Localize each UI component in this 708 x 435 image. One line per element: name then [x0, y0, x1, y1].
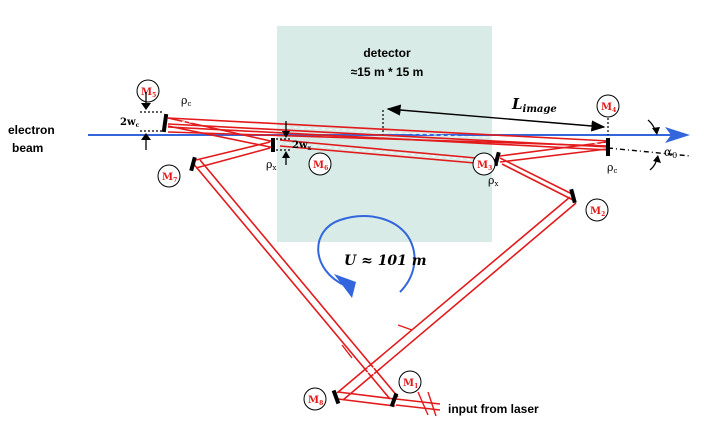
w-c-label: 2wc [120, 117, 140, 129]
l-image-label: Limage [511, 95, 557, 115]
rho-x-right: ρx [488, 174, 498, 188]
laser-path [167, 117, 610, 411]
svg-text:M1: M1 [403, 378, 418, 390]
electron-beam-label-1: electron [8, 123, 55, 137]
laser-tick-marks [341, 324, 437, 417]
svg-text:M7: M7 [162, 172, 177, 184]
svg-text:M8: M8 [308, 395, 323, 407]
mirror-m4 [606, 138, 610, 156]
mirror-m5 [161, 113, 169, 133]
w-x-label: 2wx [292, 140, 312, 152]
rho-c-left: ρc [181, 94, 191, 108]
circumference-label: U ≈ 101 m [344, 253, 427, 269]
svg-text:M2: M2 [590, 206, 605, 218]
svg-text:M6: M6 [313, 160, 328, 172]
svg-text:M3: M3 [477, 160, 492, 172]
rho-x-left: ρx [266, 158, 276, 172]
beam-width-marker-c [140, 92, 162, 150]
beam-width-marker-x [276, 121, 292, 165]
alpha-arrowhead-top [652, 127, 660, 135]
mirror-m6 [271, 138, 275, 152]
mirror-label-m2: M2 [585, 198, 609, 222]
mirror-label-m6: M6 [308, 152, 332, 176]
circulation-arrow [317, 215, 416, 293]
svg-text:M4: M4 [601, 102, 616, 114]
mirror-label-m7: M7 [157, 164, 181, 188]
mirror-label-m3: M3 [472, 152, 496, 176]
detector-label: detector [363, 46, 411, 60]
mirror-label-m8: M8 [303, 387, 327, 411]
rho-c-right: ρc [607, 161, 617, 175]
mirror-label-m5: M5 [136, 79, 160, 103]
mirror-m7 [189, 156, 197, 172]
mirror-label-m1: M1 [398, 370, 422, 394]
mirror-m1 [389, 392, 399, 408]
electron-beam-arrowhead [665, 127, 690, 143]
mirror-m2 [569, 188, 577, 204]
alpha-angle-indicator [647, 119, 658, 171]
electron-beam-label-2: beam [12, 141, 43, 155]
mirror-label-m4: M4 [596, 94, 620, 118]
input-label: input from laser [448, 402, 539, 416]
detector-size-label: ≈15 m * 15 m [351, 65, 424, 79]
laser-centerline [167, 120, 610, 399]
l-image-arrow [386, 104, 606, 132]
mirror-m8 [331, 389, 341, 405]
axis-dotted-line [607, 147, 691, 157]
alpha-arrowhead-bottom [653, 155, 661, 163]
circulation-arrowhead [334, 274, 356, 298]
alpha-label: α0 [664, 145, 677, 160]
